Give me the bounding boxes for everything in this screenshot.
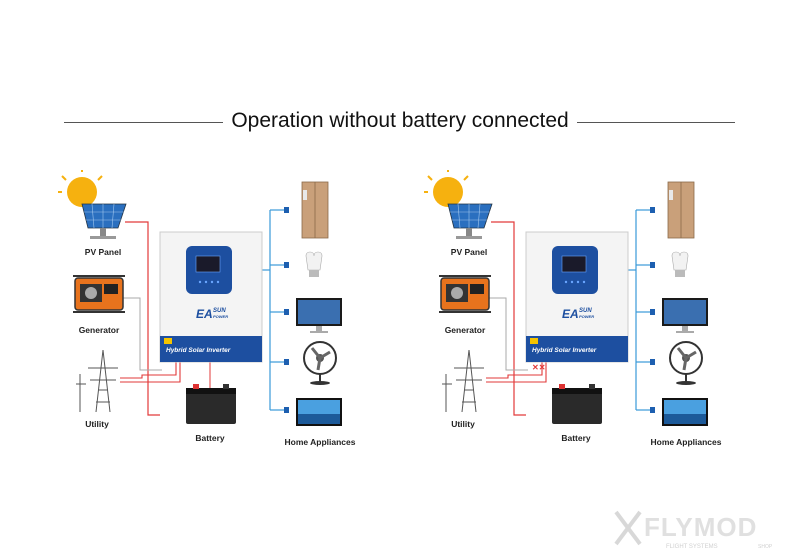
- utility-label: Utility: [451, 419, 475, 429]
- disconnect-marks: ✕✕: [532, 363, 545, 372]
- inverter-unit: EA SUN POWER Hybrid Solar Inverter: [159, 231, 263, 363]
- title-rule-left: [64, 122, 230, 123]
- tv-icon: [662, 398, 708, 426]
- battery-icon: [552, 384, 602, 424]
- utility-line-2: [486, 359, 547, 383]
- fridge-icon: [667, 181, 695, 239]
- diagram-right: ✕✕ PV Panel Generator Utility: [424, 170, 722, 447]
- plug-icons: [284, 207, 289, 413]
- generator-line: [486, 297, 528, 371]
- pv-panel-label: PV Panel: [85, 247, 121, 257]
- watermark-subtext: FLIGHT SYSTEMS: [666, 544, 718, 550]
- utility-line: [120, 359, 177, 379]
- fan-icon: [303, 341, 337, 385]
- utility-line: [486, 359, 543, 379]
- connection-lines: [120, 207, 289, 416]
- pv-line: [491, 221, 526, 416]
- light-bulb-icon: [305, 251, 323, 277]
- inverter-brand: EA: [562, 307, 579, 321]
- pv-panel-icon: [58, 170, 127, 239]
- tv-icon: [296, 398, 342, 426]
- plug-icons: [650, 207, 655, 413]
- battery-label: Battery: [195, 433, 225, 443]
- generator-icon: [73, 275, 125, 313]
- home-appliances-label: Home Appliances: [284, 437, 355, 447]
- watermark-badge: SHOP: [758, 544, 773, 550]
- home-appliances-label: Home Appliances: [650, 437, 721, 447]
- generator-label: Generator: [79, 325, 120, 335]
- light-bulb-icon: [671, 251, 689, 277]
- inverter-brand-bottom: POWER: [213, 314, 228, 319]
- fridge-icon: [301, 181, 329, 239]
- page-title: Operation without battery connected: [223, 109, 577, 132]
- title-rule-right: [570, 122, 735, 123]
- flymod-logo-icon: [614, 510, 642, 546]
- generator-icon: [439, 275, 491, 313]
- diagram-left: PV Panel Generator Utility EA SUN POWER …: [58, 170, 356, 447]
- inverter-brand-top: SUN: [579, 308, 592, 314]
- inverter-brand: EA: [196, 307, 213, 321]
- pv-panel-icon: [424, 170, 493, 239]
- monitor-icon: [296, 298, 342, 333]
- inverter-product-name: Hybrid Solar Inverter: [532, 347, 597, 354]
- pv-panel-label: PV Panel: [451, 247, 487, 257]
- utility-tower-icon: [442, 349, 484, 413]
- inverter-unit: EA SUN POWER Hybrid Solar Inverter: [525, 231, 629, 363]
- title-bar: Operation without battery connected: [0, 105, 800, 137]
- connection-lines: [486, 207, 655, 416]
- battery-label: Battery: [561, 433, 591, 443]
- watermark-text: FLYMOD: [644, 512, 757, 542]
- inverter-brand-top: SUN: [213, 308, 226, 314]
- inverter-product-name: Hybrid Solar Inverter: [166, 347, 231, 354]
- utility-tower-icon: [76, 349, 118, 413]
- generator-line: [120, 297, 162, 371]
- pv-line: [125, 221, 160, 416]
- flymod-watermark: FLYMOD FLIGHT SYSTEMS SHOP: [614, 510, 773, 550]
- utility-line-2: [120, 359, 181, 383]
- utility-label: Utility: [85, 419, 109, 429]
- inverter-brand-bottom: POWER: [579, 314, 594, 319]
- fan-icon: [669, 341, 703, 385]
- monitor-icon: [662, 298, 708, 333]
- generator-label: Generator: [445, 325, 486, 335]
- battery-icon: [186, 384, 236, 424]
